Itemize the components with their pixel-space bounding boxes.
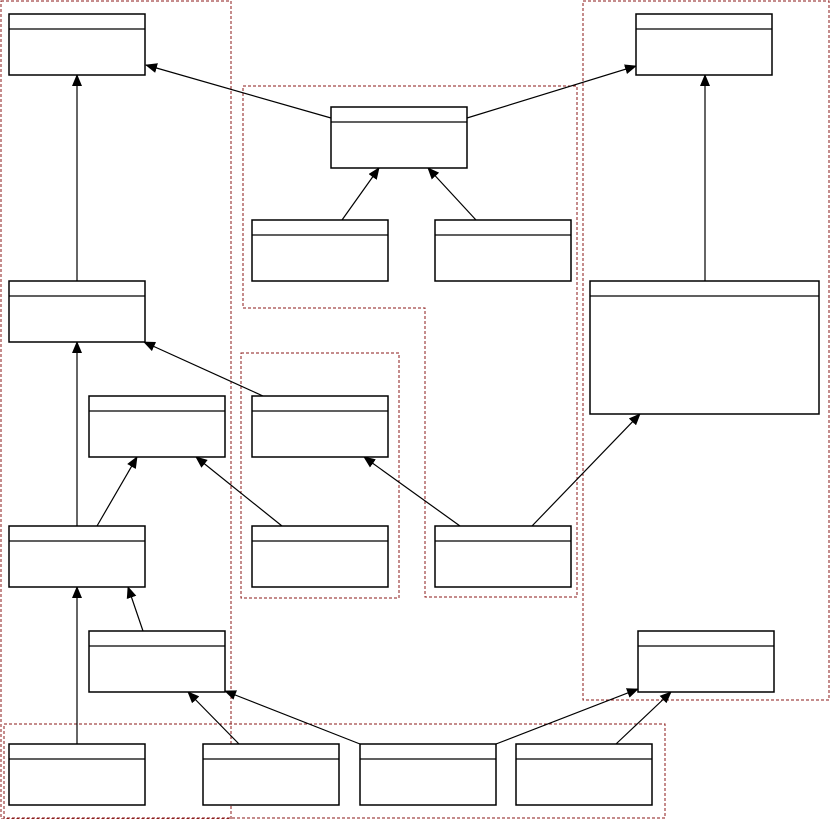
arrow-C2-to-B1	[427, 167, 477, 221]
class-box-D1[interactable]	[251, 395, 389, 458]
arrow-E1-to-F2	[531, 413, 641, 527]
class-box-frame	[434, 219, 572, 282]
class-box-frame	[88, 630, 226, 693]
class-box-frame	[251, 219, 389, 282]
class-box-C2[interactable]	[434, 219, 572, 282]
class-box-frame	[8, 743, 146, 806]
class-box-E1[interactable]	[434, 525, 572, 588]
arrow-C1-to-B1	[341, 167, 380, 221]
class-box-frame	[8, 280, 146, 343]
arrow-A3-to-A4	[96, 456, 138, 527]
arrow-E1-to-D1	[363, 456, 461, 527]
class-box-B1[interactable]	[330, 106, 468, 169]
class-box-frame	[251, 395, 389, 458]
class-box-F1[interactable]	[635, 13, 773, 76]
relationship-arrows	[72, 63, 710, 745]
class-boxes	[8, 13, 820, 806]
class-box-frame	[8, 13, 146, 76]
arrow-A5-to-A3	[126, 586, 144, 632]
right-package-boundary	[582, 0, 830, 701]
class-box-frame	[251, 525, 389, 588]
arrow-D1-to-A2	[143, 341, 264, 397]
class-box-frame	[515, 743, 653, 806]
arrow-G1-to-A5	[187, 691, 240, 745]
arrow-G2-to-F3	[495, 688, 639, 745]
class-box-frame	[589, 280, 820, 415]
class-box-A5[interactable]	[88, 630, 226, 693]
class-box-frame	[637, 630, 775, 693]
class-box-A2[interactable]	[8, 280, 146, 343]
class-box-G1[interactable]	[202, 743, 340, 806]
class-box-F2[interactable]	[589, 280, 820, 415]
class-box-frame	[202, 743, 340, 806]
middle-package-boundary	[240, 352, 400, 599]
arrow-G2-to-A5	[224, 690, 361, 745]
top-center-package-boundary	[242, 85, 578, 598]
class-box-D2[interactable]	[251, 525, 389, 588]
left-package-boundary	[0, 0, 232, 819]
bottom-package-boundary	[3, 723, 666, 819]
class-box-A4[interactable]	[88, 395, 226, 458]
arrow-D2-to-A4	[195, 456, 283, 527]
class-box-frame	[88, 395, 226, 458]
class-box-A3[interactable]	[8, 525, 146, 588]
arrow-G3-to-F3	[615, 691, 672, 745]
class-box-F3[interactable]	[637, 630, 775, 693]
arrow-B1-to-F1	[466, 64, 637, 119]
class-box-G2[interactable]	[359, 743, 497, 806]
class-box-C1[interactable]	[251, 219, 389, 282]
class-box-frame	[359, 743, 497, 806]
class-box-A6[interactable]	[8, 743, 146, 806]
class-box-A1[interactable]	[8, 13, 146, 76]
class-box-frame	[330, 106, 468, 169]
class-box-G3[interactable]	[515, 743, 653, 806]
arrow-B1-to-A1	[145, 63, 332, 119]
class-box-frame	[8, 525, 146, 588]
class-box-frame	[434, 525, 572, 588]
class-box-frame	[635, 13, 773, 76]
